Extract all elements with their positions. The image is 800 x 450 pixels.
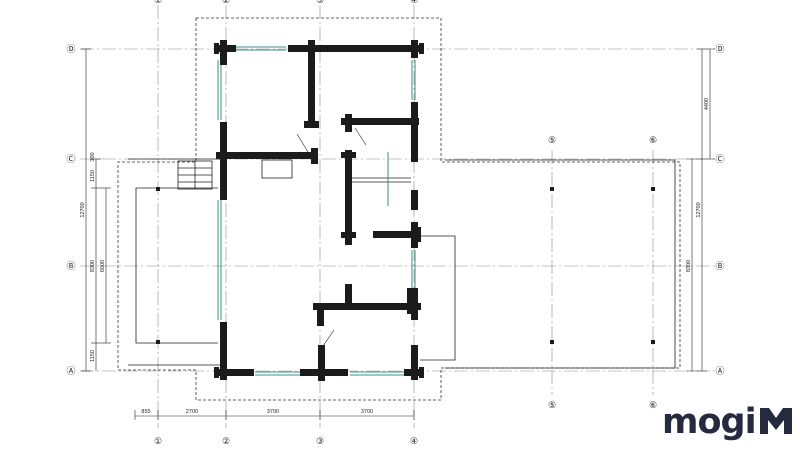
axis-labels: ① ② ③ ④ ① ② ③ ④ ⑤ ⑥ ⑤ ⑥ Ⓐ Ⓑ Ⓒ Ⓓ Ⓐ Ⓑ Ⓒ Ⓓ	[66, 0, 724, 446]
axis-right-b: Ⓑ	[715, 261, 724, 271]
axis-top-1: ①	[154, 0, 162, 5]
axis-top-3: ③	[316, 0, 324, 5]
axis-left-a: Ⓐ	[66, 366, 75, 376]
dim-right-part: 8300	[686, 260, 692, 272]
axis-mid-top-6: ⑥	[649, 135, 657, 145]
axis-right-c: Ⓒ	[715, 154, 724, 164]
dimension-labels: 855 2700 3700 3700 12700 1150 8300 1150 …	[80, 98, 710, 415]
axis-top-4: ④	[410, 0, 418, 5]
dim-bottom-3: 3700	[267, 409, 279, 415]
dim-right-total: 12700	[696, 202, 702, 217]
log-walls	[214, 40, 424, 381]
windows	[217, 46, 416, 376]
stairs	[177, 160, 213, 190]
roof-outline	[117, 17, 681, 401]
brand-logo: mogi	[662, 402, 792, 442]
dim-bottom-1: 855	[141, 409, 150, 415]
dim-bottom-4: 3700	[361, 409, 373, 415]
axis-right-d: Ⓓ	[715, 44, 724, 54]
axis-mid-bottom-5: ⑤	[548, 400, 556, 410]
dim-left-small: 300	[90, 152, 96, 161]
dim-bottom-2: 2700	[186, 409, 198, 415]
axis-bottom-2: ②	[222, 436, 230, 446]
dim-left-part-3: 1150	[90, 350, 96, 362]
axis-mid-bottom-6: ⑥	[649, 400, 657, 410]
interior-details	[261, 127, 411, 347]
dim-left-total: 12700	[80, 202, 86, 217]
dim-right-top: 4400	[704, 98, 710, 110]
grid-lines	[80, 5, 715, 428]
terrace-outline	[128, 158, 676, 369]
brand-logo-text: mogi	[662, 402, 756, 442]
dim-left-inner: 6000	[100, 260, 106, 272]
axis-mid-top-5: ⑤	[548, 135, 556, 145]
axis-left-b: Ⓑ	[66, 261, 75, 271]
m-mark-icon	[760, 408, 792, 434]
column-markers	[156, 187, 655, 344]
axis-bottom-4: ④	[410, 436, 418, 446]
dim-left-part-1: 1150	[90, 170, 96, 182]
dimension-lines	[81, 48, 715, 420]
axis-top-2: ②	[222, 0, 230, 5]
axis-left-d: Ⓓ	[66, 44, 75, 54]
axis-left-c: Ⓒ	[66, 154, 75, 164]
axis-right-a: Ⓐ	[715, 366, 724, 376]
axis-bottom-1: ①	[154, 436, 162, 446]
dim-left-part-2: 8300	[90, 260, 96, 272]
axis-bottom-3: ③	[316, 436, 324, 446]
